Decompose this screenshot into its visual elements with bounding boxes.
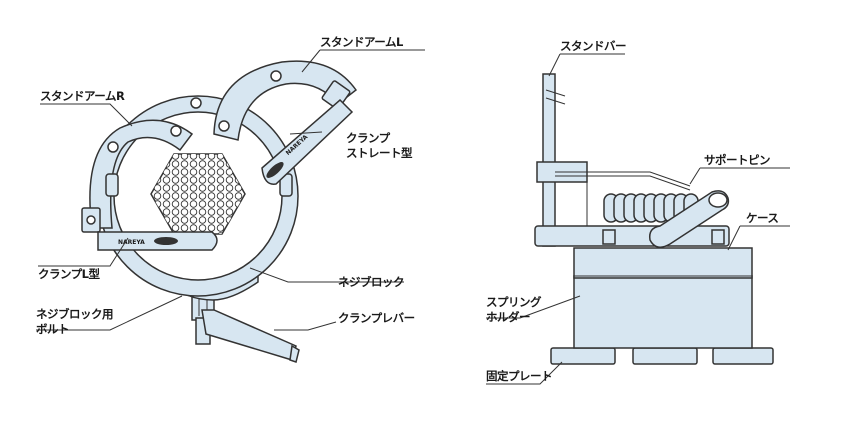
leaders-right xyxy=(486,53,790,385)
stand-arm-r xyxy=(81,119,194,233)
label-clamp-lever: クランプレバー xyxy=(338,311,415,325)
clamp-lever xyxy=(201,309,300,363)
fixed-plate xyxy=(550,347,774,365)
clamp-l-engraving: NAREYA xyxy=(118,239,145,246)
label-clamp-straight-1: クランプ xyxy=(346,131,391,145)
label-spring-holder-1: スプリング xyxy=(486,295,542,309)
label-clamp-l: クランプL型 xyxy=(38,267,100,281)
leaders-left xyxy=(36,49,425,331)
clamp-tube xyxy=(648,190,730,248)
stand-bar xyxy=(542,73,566,247)
case xyxy=(573,247,753,279)
upper-bracket xyxy=(536,161,691,230)
front-view-assembly: NAREYA NAREYA xyxy=(36,35,425,363)
label-stand-arm-r: スタンドアームR xyxy=(40,89,125,103)
spring-holder xyxy=(573,275,753,349)
label-stand-bar: スタンドバー xyxy=(560,39,626,53)
label-screw-block: ネジブロック xyxy=(338,275,404,289)
stand-arm-l xyxy=(213,60,358,141)
label-screw-block-bolt-1: ネジブロック用 xyxy=(36,307,113,321)
label-fixed-plate: 固定プレート xyxy=(486,369,552,383)
label-stand-arm-l: スタンドアームL xyxy=(320,35,404,49)
label-case: ケース xyxy=(746,211,778,225)
ring-side-knobs xyxy=(105,97,293,197)
pin-base xyxy=(534,225,730,247)
label-support-pin: サポートピン xyxy=(704,153,770,167)
label-spring-holder-2: ホルダー xyxy=(486,310,530,324)
side-view-assembly: スタンドバー サポートピン ケース スプリング ホルダー 固定プレート xyxy=(486,39,790,385)
hex-mesh-plate xyxy=(150,153,246,235)
clamp-l-type: NAREYA xyxy=(97,231,218,251)
label-screw-block-bolt-2: ボルト xyxy=(36,322,69,336)
label-clamp-straight-2: ストレート型 xyxy=(346,146,413,160)
